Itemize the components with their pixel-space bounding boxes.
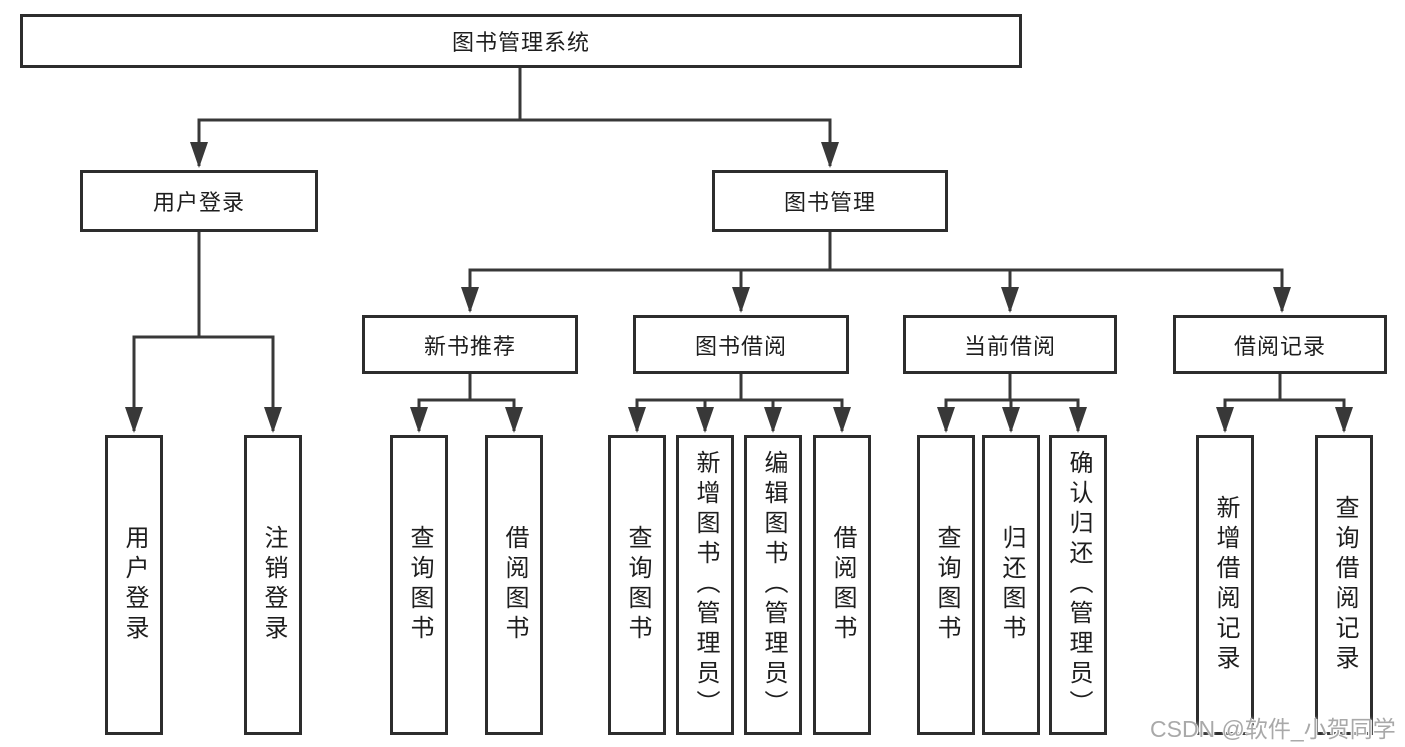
leaf-logout: 注销登录 [244,435,302,735]
leaf-return-books: 归还图书 [982,435,1040,735]
node-current-borrow: 当前借阅 [903,315,1117,374]
leaf-confirm-return-admin: 确认归还（管理员） [1049,435,1107,735]
leaf-query-books-borrow: 查询图书 [608,435,666,735]
csdn-watermark: CSDN @软件_小贺同学 [1150,716,1396,742]
leaf-borrow-books: 借阅图书 [813,435,871,735]
leaf-edit-books-admin: 编辑图书（管理员） [744,435,802,735]
node-new-book-recommend: 新书推荐 [362,315,578,374]
node-user-login: 用户登录 [80,170,318,232]
leaf-query-books-recommend: 查询图书 [390,435,448,735]
leaf-add-borrow-record: 新增借阅记录 [1196,435,1254,735]
node-borrow-records: 借阅记录 [1173,315,1387,374]
node-library-management-system: 图书管理系统 [20,14,1022,68]
leaf-borrow-books-recommend: 借阅图书 [485,435,543,735]
node-book-management: 图书管理 [712,170,948,232]
node-book-borrow: 图书借阅 [633,315,849,374]
leaf-query-borrow-record: 查询借阅记录 [1315,435,1373,735]
leaf-query-books-current: 查询图书 [917,435,975,735]
leaf-user-login: 用户登录 [105,435,163,735]
leaf-add-books-admin: 新增图书（管理员） [676,435,734,735]
